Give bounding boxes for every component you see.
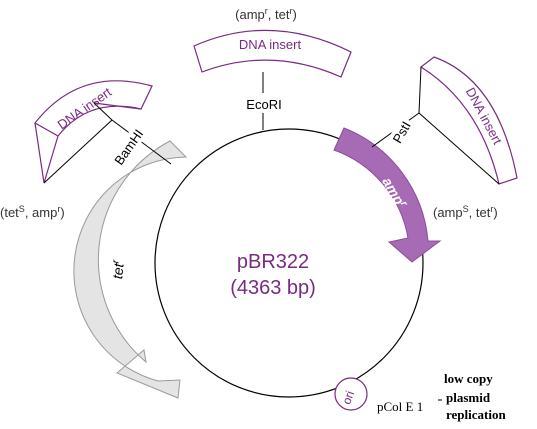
plasmid-name: pBR322: [237, 251, 309, 273]
origin-note-line1: low copy: [444, 371, 493, 386]
right-dna-insert: [419, 56, 518, 185]
ecori-site-label: EcoRI: [246, 97, 281, 112]
amp-gene-arrow: [333, 127, 442, 263]
top-insert-label: DNA insert: [239, 37, 302, 52]
origin-note-line2: plasmid: [446, 390, 491, 405]
right-insert-flap: [418, 66, 500, 185]
origin-note-line3: replication: [446, 407, 506, 422]
plasmid-size: (4363 bp): [230, 277, 316, 299]
ori-label: ori: [339, 389, 357, 406]
top-dna-insert: [193, 29, 352, 78]
top-phenotype: (ampr, tetr): [235, 6, 297, 22]
left-phenotype: (tetS, ampr): [0, 204, 65, 220]
right-phenotype: (ampS, tetr): [433, 204, 498, 220]
pcol-label: pCol E 1: [377, 399, 423, 414]
left-dna-insert: [34, 80, 153, 137]
tet-gene-label: tetr: [109, 259, 127, 280]
tet-gene-arrow: [73, 140, 188, 399]
ori-marker: [334, 377, 368, 411]
plasmid-circle: [154, 128, 424, 398]
